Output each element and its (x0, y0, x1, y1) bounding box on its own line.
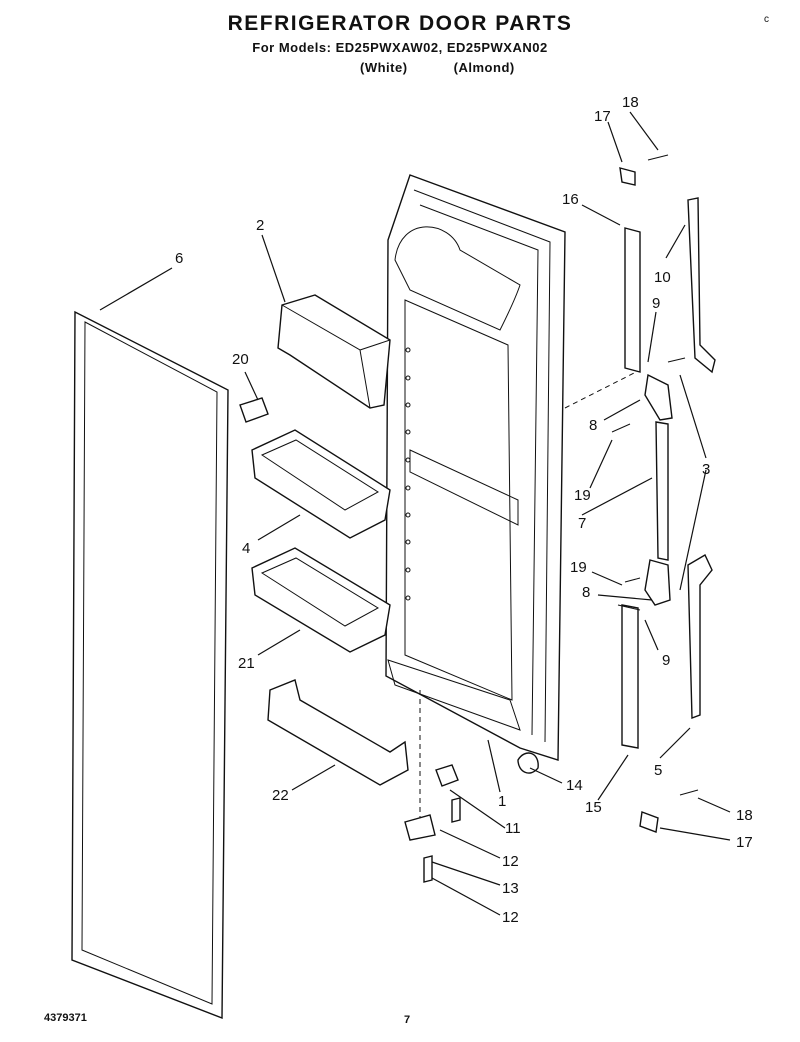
color-variants: (White) (Almond) (360, 60, 515, 75)
callout-22: 22 (272, 787, 289, 804)
part-7-handle-insert (655, 421, 669, 561)
part-21-door-bin (251, 547, 391, 653)
callout-7: 7 (578, 515, 586, 532)
callout-11: 11 (505, 820, 521, 837)
callout-10: 10 (654, 269, 671, 286)
callout-12-upper: 12 (502, 853, 519, 870)
part-6-gasket (71, 310, 229, 1020)
page-title: REFRIGERATOR DOOR PARTS (227, 12, 573, 35)
models-subtitle: For Models: ED25PWXAW02, ED25PWXAN02 (252, 40, 548, 55)
part-17-18-top-hardware (619, 154, 669, 186)
callout-8-upper: 8 (589, 417, 597, 434)
callout-1: 1 (498, 793, 506, 810)
callout-20: 20 (232, 351, 249, 368)
callout-18-top: 18 (622, 94, 639, 111)
callout-9-lower: 9 (662, 652, 670, 669)
callout-9-upper: 9 (652, 295, 660, 312)
part-5-strip (687, 554, 713, 720)
variant-almond: (Almond) (453, 60, 515, 75)
callout-18-bottom: 18 (736, 807, 753, 824)
callout-3: 3 (702, 461, 710, 478)
part-8-lower-mount (624, 559, 671, 606)
door-liner (385, 174, 641, 820)
part-17-18-bottom-hardware (639, 789, 699, 833)
callout-2: 2 (256, 217, 264, 234)
callout-6: 6 (175, 250, 183, 267)
callout-5: 5 (654, 762, 662, 779)
callout-17-bottom: 17 (736, 834, 753, 851)
document-number: 4379371 (44, 1012, 87, 1024)
part-15-channel (617, 604, 641, 749)
variant-white: (White) (360, 60, 408, 75)
leader-lines (99, 111, 731, 916)
callout-21: 21 (238, 655, 255, 672)
callout-8-lower: 8 (582, 584, 590, 601)
callout-14: 14 (566, 777, 583, 794)
part-4-door-bin (251, 429, 391, 539)
callout-19-lower: 19 (570, 559, 587, 576)
part-8-upper-mount (611, 357, 686, 433)
corner-mark: c (764, 14, 769, 25)
part-20-clip (239, 397, 269, 423)
callout-4: 4 (242, 540, 250, 557)
part-1-11-12-13-14-hinge (404, 752, 539, 883)
callout-16: 16 (562, 191, 579, 208)
callout-19-upper: 19 (574, 487, 591, 504)
part-2-dairy-bin (277, 294, 391, 409)
callout-15: 15 (585, 799, 602, 816)
part-22-shelf (267, 679, 409, 786)
part-10-strip (687, 197, 716, 374)
page-number: 7 (404, 1014, 411, 1026)
callout-17-top: 17 (594, 108, 611, 125)
callout-13: 13 (502, 880, 519, 897)
callout-12-lower: 12 (502, 909, 519, 926)
callout-labels: 6 2 20 4 21 22 1 11 12 13 12 14 15 16 17… (175, 94, 753, 926)
part-16-channel (624, 227, 641, 373)
